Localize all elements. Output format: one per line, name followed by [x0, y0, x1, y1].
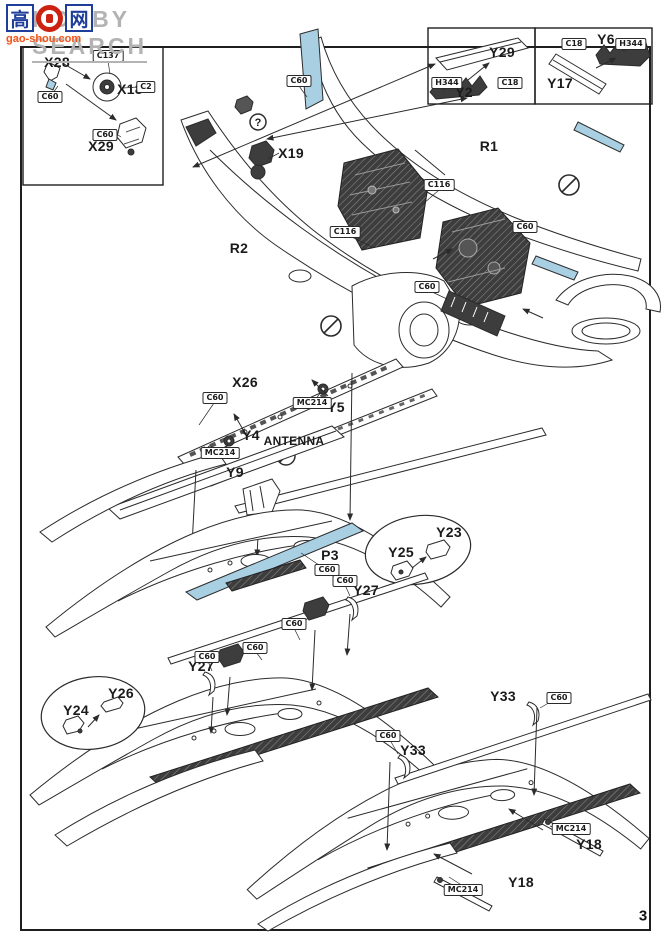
part-label-y5: Y5 [327, 399, 345, 415]
callout-c60-x28: C60 [37, 91, 63, 103]
callout-c116-lower: C116 [329, 226, 361, 238]
callout-c60-spine: C60 [286, 75, 312, 87]
callout-c116-upper: C116 [423, 179, 455, 191]
callout-c60-x29: C60 [92, 129, 118, 141]
callout-h344-y2: H344 [431, 77, 463, 89]
watermark: HOBBY SEARCH 高 网 gao-shou.com [6, 4, 148, 63]
page-number: 3 [638, 907, 648, 925]
part-label-y29: Y29 [489, 44, 515, 60]
callout-c2: C2 [136, 81, 156, 93]
part-label-r1: R1 [479, 138, 499, 154]
wing-spar-section [39, 358, 547, 557]
detail-oval-y25-y23 [364, 514, 472, 586]
watermark-logo-char2: 网 [65, 4, 93, 32]
logo-stamp-icon [36, 4, 63, 32]
detail-oval-y24-y26 [40, 676, 146, 750]
page-frame [20, 27, 653, 931]
part-label-y24: Y24 [63, 702, 89, 718]
callout-c60-y33-right: C60 [546, 692, 572, 704]
callout-leader-lines [52, 60, 567, 887]
callout-c60-cowl: C60 [414, 281, 440, 293]
engine-block [435, 207, 531, 308]
watermark-site-url: gao-shou.com [6, 33, 82, 45]
part-label-y4: Y4 [242, 427, 260, 443]
callout-c60-y27-right: C60 [332, 575, 358, 587]
callout-mc214-y5: MC214 [292, 397, 332, 409]
watermark-logo-char1: 高 [6, 4, 34, 32]
prohibition-icon [558, 174, 580, 196]
callout-c60-p3: C60 [314, 564, 340, 576]
callout-c60-engine: C60 [512, 221, 538, 233]
callout-c18-y2: C18 [497, 77, 523, 89]
part-label-y18-lower: Y18 [508, 874, 534, 890]
svg-text:?: ? [255, 117, 262, 129]
callout-c60-x26: C60 [202, 392, 228, 404]
highlighted-leading-edge [184, 522, 365, 601]
fuselage-assembly [180, 28, 661, 368]
callout-c60-spar: C60 [281, 618, 307, 630]
part-label-x29: X29 [88, 138, 114, 154]
callout-mc214-y18-lower: MC214 [443, 884, 483, 896]
optional-part-icon: ? [249, 113, 267, 131]
wing-assembly-1 [45, 509, 451, 638]
part-label-x18: X18 [117, 81, 143, 97]
callout-h344-y6: H344 [615, 38, 647, 50]
part-label-y9: Y9 [226, 464, 244, 480]
part-label-antenna: ANTENNA [263, 434, 325, 448]
part-label-y33-left: Y33 [400, 742, 426, 758]
callout-c60-y27-left: C60 [194, 651, 220, 663]
prohibition-icon [320, 315, 342, 337]
part-label-y17: Y17 [547, 75, 573, 91]
callout-mc214-y4: MC214 [200, 447, 240, 459]
part-label-y23: Y23 [436, 524, 462, 540]
part-label-r2: R2 [229, 240, 249, 256]
part-label-x19: X19 [278, 145, 304, 161]
part-label-y26: Y26 [108, 685, 134, 701]
inset-tailwheel [43, 61, 147, 156]
part-label-y27-right: Y27 [353, 582, 379, 598]
callout-c60-y33-left: C60 [375, 730, 401, 742]
callout-mc214-y18-upper: MC214 [551, 823, 591, 835]
part-label-y6: Y6 [597, 31, 615, 47]
part-label-p3: P3 [321, 547, 339, 563]
part-label-y33-right: Y33 [490, 688, 516, 704]
part-label-x26: X26 [232, 374, 258, 390]
callout-c60-wing: C60 [242, 642, 268, 654]
part-label-y25: Y25 [388, 544, 414, 560]
callout-c18-y17: C18 [561, 38, 587, 50]
part-label-y18-upper: Y18 [576, 836, 602, 852]
